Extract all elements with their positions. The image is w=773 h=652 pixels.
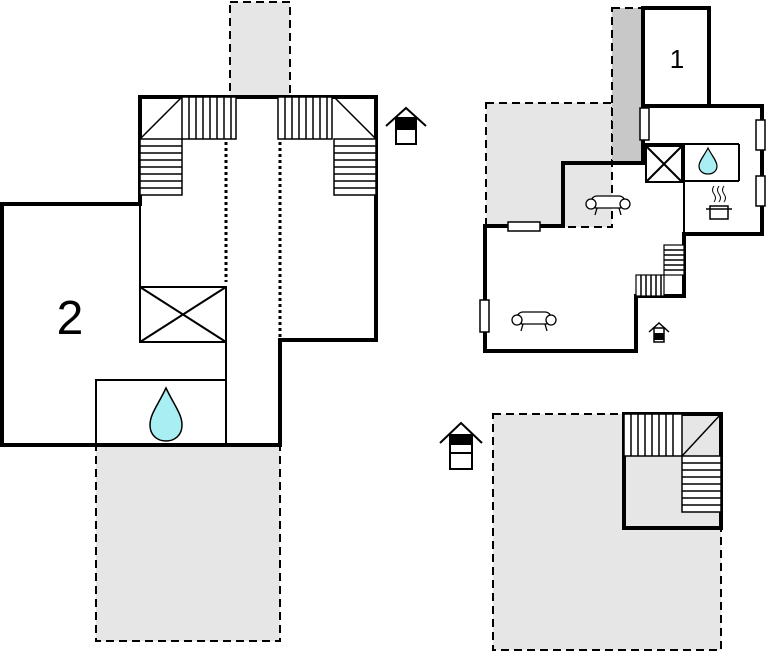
outbuilding-plan [492, 412, 723, 651]
room-label-1: 1 [670, 44, 684, 74]
room-label-2: 2 [57, 292, 84, 345]
cross-void-icon [139, 286, 227, 343]
house-entrance-icon [439, 421, 483, 470]
floor-1-plan: 1 [479, 6, 766, 353]
window-icon [507, 221, 541, 232]
window-icon [755, 175, 766, 207]
window-icon [479, 299, 490, 333]
cooking-pot-icon [706, 185, 732, 220]
staircase-icon [623, 413, 722, 513]
staircase-icon [277, 96, 377, 196]
staircase-icon [139, 96, 237, 196]
water-drop-icon [149, 386, 183, 442]
floor-2-outer-wall [0, 95, 378, 447]
cross-void-icon [645, 145, 683, 183]
house-entrance-icon [648, 321, 670, 343]
floor-1-outer-wall [483, 104, 764, 353]
outdoor-terrace-bottom [95, 444, 281, 642]
house-entrance-icon [385, 106, 427, 145]
water-drop-icon [698, 146, 718, 175]
staircase-icon [635, 244, 685, 297]
window-icon [639, 107, 650, 141]
sofa-icon [511, 311, 557, 332]
window-icon [755, 119, 766, 151]
floor-2-plan: 2 [0, 1, 378, 642]
bathroom-area [95, 379, 227, 446]
outdoor-terrace-top [229, 1, 291, 98]
chimney-strip [611, 7, 643, 163]
sofa-icon [585, 195, 631, 216]
outdoor-area [492, 413, 722, 651]
